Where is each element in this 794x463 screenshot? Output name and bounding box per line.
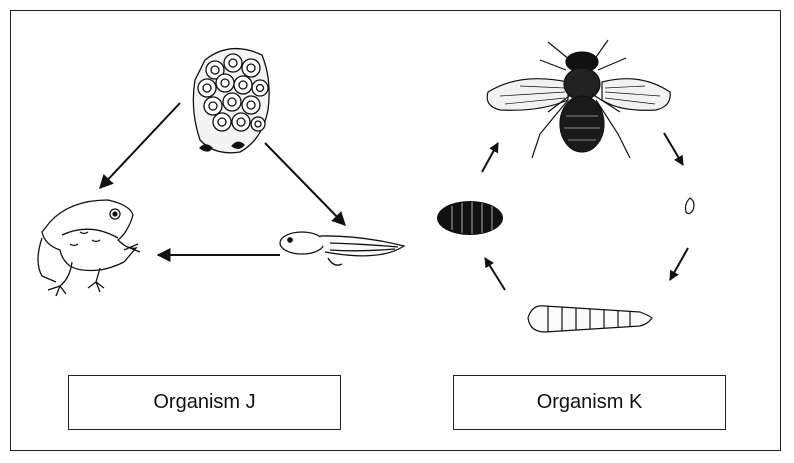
fly-egg-icon bbox=[684, 197, 695, 215]
arrow-egg-to-frog bbox=[99, 102, 181, 190]
organism-j-label: Organism J bbox=[153, 391, 256, 413]
adult-fly-icon bbox=[486, 39, 671, 159]
organism-k-arrows bbox=[481, 132, 689, 291]
arrow-pupa-to-fly bbox=[481, 142, 499, 173]
organism-k-label-box: Organism K bbox=[453, 375, 726, 430]
larva-icon bbox=[527, 305, 653, 333]
arrow-egg-to-tadpole bbox=[264, 142, 346, 227]
organism-k-label: Organism K bbox=[536, 391, 643, 413]
tadpole-icon bbox=[279, 231, 406, 266]
organism-j-label-box: Organism J bbox=[68, 375, 341, 430]
arrow-larva-to-pupa bbox=[484, 257, 506, 291]
pupa-icon bbox=[437, 201, 503, 235]
organism-j-arrows bbox=[99, 102, 346, 262]
arrow-fly-to-egg bbox=[663, 132, 684, 166]
frog-egg-mass-icon bbox=[192, 48, 270, 154]
frog-icon bbox=[37, 199, 141, 297]
arrow-egg-to-larva bbox=[669, 247, 689, 281]
